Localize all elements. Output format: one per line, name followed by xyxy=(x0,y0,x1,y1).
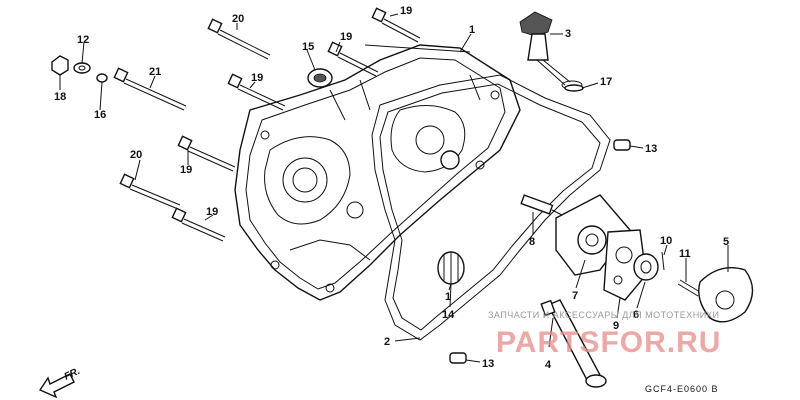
callout-7: 7 xyxy=(572,290,578,302)
leader-lines xyxy=(59,13,729,363)
front-direction-label: FR. xyxy=(63,366,82,383)
front-direction-arrow: FR. xyxy=(38,366,82,399)
pump-gear-6 xyxy=(633,253,659,281)
callout-19-mid: 19 xyxy=(251,72,263,84)
diagram-code: GCF4-E0600 B xyxy=(645,384,719,394)
lever-4 xyxy=(540,299,607,388)
callout-2: 2 xyxy=(384,336,390,348)
callout-15: 15 xyxy=(302,41,314,53)
watermark: ЗАПЧАСТИ И АКСЕССУАРЫ ДЛЯ МОТОТЕХНИКИ PA… xyxy=(488,310,721,359)
bolt-20-left xyxy=(119,173,181,210)
callout-13-lower: 13 xyxy=(482,358,494,370)
o-ring-16 xyxy=(96,73,108,83)
crankcase-cover xyxy=(234,44,521,301)
pump-plate-9 xyxy=(603,229,647,301)
bolt-19-mid xyxy=(227,73,286,111)
bolt-19-top xyxy=(371,7,421,43)
pin-10 xyxy=(661,251,665,271)
callout-12: 12 xyxy=(77,34,89,46)
callout-19-lower: 19 xyxy=(206,206,218,218)
callout-20-top: 20 xyxy=(232,13,244,25)
callout-19-upper: 19 xyxy=(340,31,352,43)
callout-21: 21 xyxy=(149,66,161,78)
callout-17: 17 xyxy=(600,76,612,88)
bolt-11 xyxy=(677,279,701,297)
callout-4: 4 xyxy=(545,359,552,371)
cover-gasket xyxy=(371,74,611,341)
watermark-subtitle: ЗАПЧАСТИ И АКСЕССУАРЫ ДЛЯ МОТОТЕХНИКИ xyxy=(488,310,719,320)
bolt-19-lower xyxy=(171,207,226,242)
callout-1: 1 xyxy=(469,24,475,36)
callout-10: 10 xyxy=(660,235,672,247)
dowel-pin-13-lower xyxy=(449,352,467,364)
callout-19-top: 19 xyxy=(400,5,412,17)
pump-body-7 xyxy=(555,194,631,276)
callout-14: 14 xyxy=(442,309,455,321)
oil-seal-15 xyxy=(307,68,333,88)
callout-5: 5 xyxy=(723,236,729,248)
bolt-21 xyxy=(113,67,187,111)
callout-18: 18 xyxy=(54,91,66,103)
callout-11: 11 xyxy=(679,248,691,260)
callout-16: 16 xyxy=(94,109,106,121)
callout-numbers: 20 19 1 3 12 15 19 21 19 17 18 16 13 19 … xyxy=(54,5,729,371)
callout-19-left: 19 xyxy=(180,164,192,176)
bearing-14 xyxy=(437,251,465,285)
dowel-pin-13-upper xyxy=(613,139,631,151)
watermark-brand: PARTSFOR.RU xyxy=(496,326,721,359)
bolt-19-left xyxy=(177,135,236,172)
oil-dipstick xyxy=(519,11,583,90)
callout-13-upper: 13 xyxy=(645,143,657,155)
callout-3: 3 xyxy=(565,28,571,40)
bolt-20-top xyxy=(207,18,271,60)
o-ring-17 xyxy=(564,84,584,92)
callout-9: 9 xyxy=(613,320,619,332)
callout-20-left: 20 xyxy=(130,149,142,161)
pump-cover-5 xyxy=(698,267,754,323)
cap-nut-18 xyxy=(51,55,69,76)
callout-1-lower: 1 xyxy=(445,291,451,303)
callout-6: 6 xyxy=(633,309,639,321)
washer-12 xyxy=(73,62,91,74)
callout-8: 8 xyxy=(529,236,535,248)
